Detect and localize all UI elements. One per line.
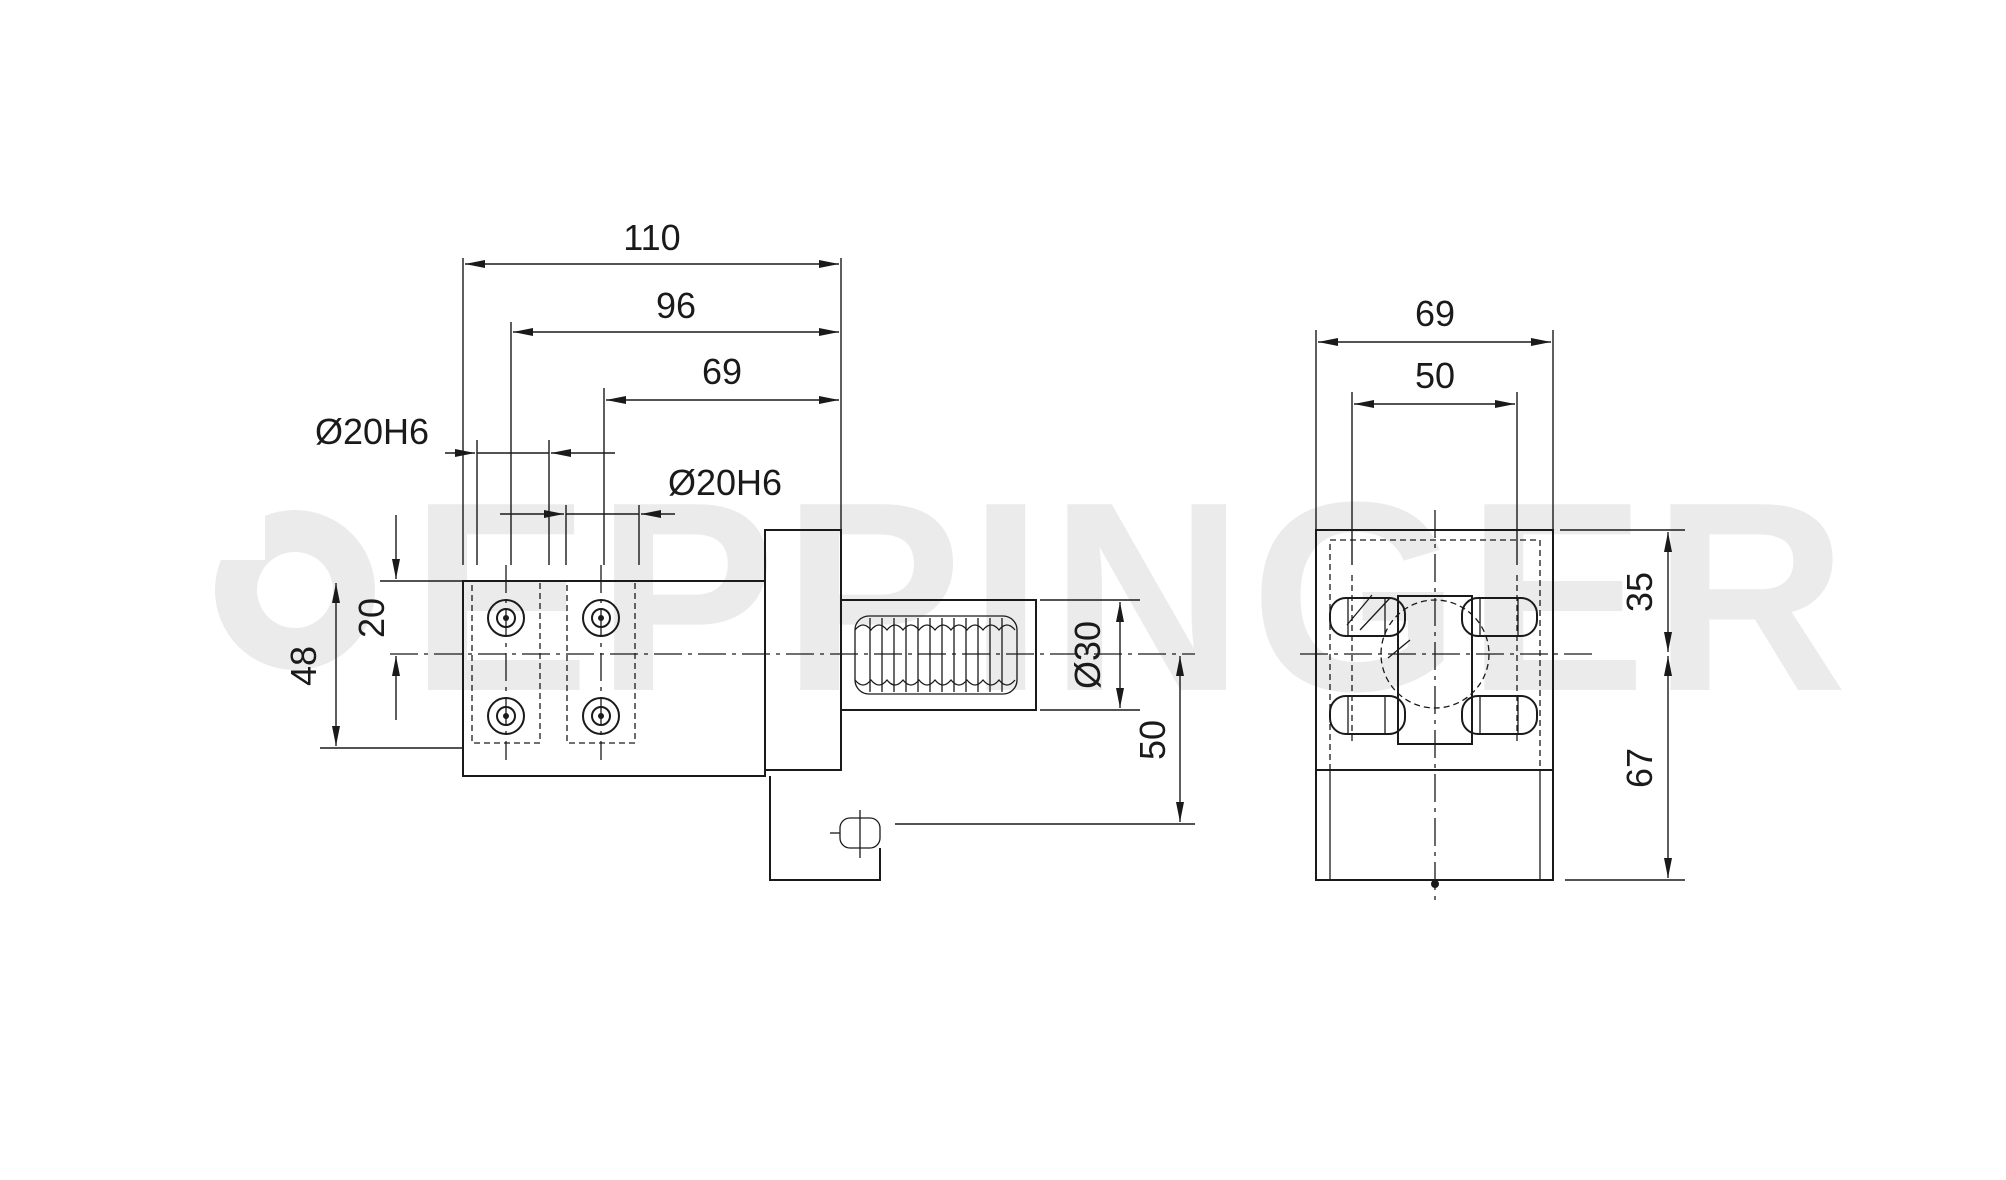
bore-right-label: Ø20H6 xyxy=(668,462,782,503)
dim-20-label: 20 xyxy=(351,598,392,638)
dim-96-label: 96 xyxy=(656,285,696,326)
end-dim-69-label: 69 xyxy=(1415,293,1455,334)
end-view: 69 50 35 67 xyxy=(1300,293,1685,900)
dim-50-label: 50 xyxy=(1132,720,1173,760)
dimension-shank-diameter: Ø30 xyxy=(1040,599,1140,711)
coolant-screw-icon xyxy=(830,810,881,858)
dimension-end-69: 69 xyxy=(1315,293,1554,530)
dimension-20: 20 xyxy=(351,515,463,720)
dim-48-label: 48 xyxy=(283,646,324,686)
end-dim-67-label: 67 xyxy=(1619,748,1660,788)
dimension-end-67: 67 xyxy=(1565,656,1685,881)
watermark-logo-icon xyxy=(205,500,375,670)
dim-110-label: 110 xyxy=(623,217,680,258)
end-dim-35-label: 35 xyxy=(1619,572,1660,612)
dimension-end-50: 50 xyxy=(1351,355,1518,565)
dimension-69: 69 xyxy=(603,351,839,565)
dimension-bore-left: Ø20H6 xyxy=(315,411,615,565)
shank xyxy=(840,599,1037,711)
dimension-110: 110 xyxy=(462,217,842,565)
watermark: EPPINGER xyxy=(205,447,1853,748)
dim-d30-label: Ø30 xyxy=(1067,621,1108,689)
clamp-pin-icon xyxy=(1329,597,1538,735)
shank-serration xyxy=(854,615,1018,695)
dim-69-label: 69 xyxy=(702,351,742,392)
dimension-96: 96 xyxy=(510,285,839,565)
watermark-text: EPPINGER xyxy=(410,447,1853,748)
side-view: 110 96 69 Ø20H6 Ø20H6 xyxy=(283,217,1195,881)
end-dim-50-label: 50 xyxy=(1415,355,1455,396)
dimension-end-35: 35 xyxy=(1560,529,1685,652)
coolant-leg xyxy=(769,776,881,881)
bore-left-label: Ø20H6 xyxy=(315,411,429,452)
dimension-48: 48 xyxy=(283,583,463,749)
dimension-bore-right: Ø20H6 xyxy=(500,462,782,565)
dimension-50: 50 xyxy=(895,656,1195,825)
